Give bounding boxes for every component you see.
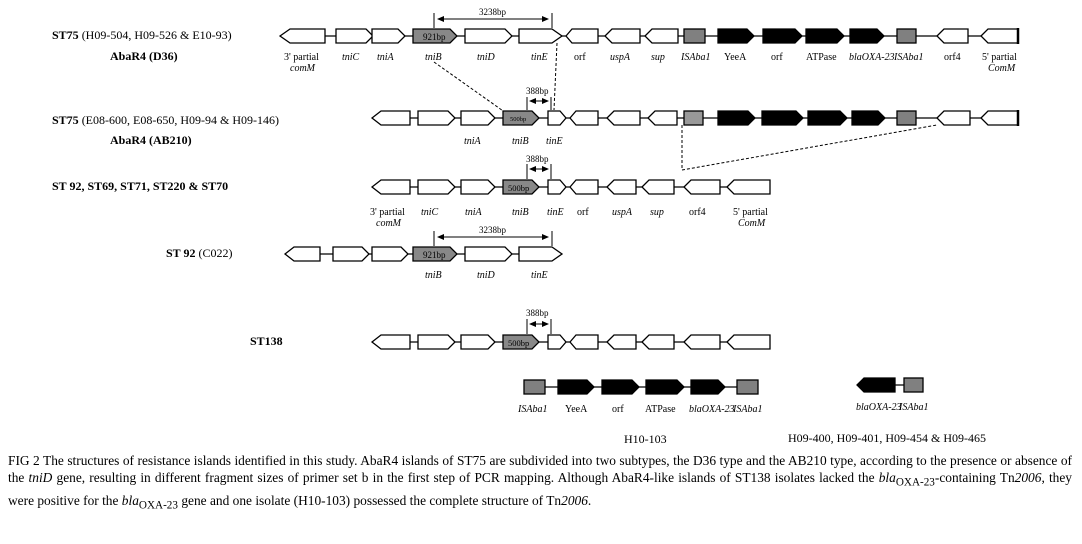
isaba1-box-2 <box>896 28 917 44</box>
row-st92-group: ST 92, ST69, ST71, ST220 & ST70 500bp 38… <box>52 154 771 229</box>
row-st138: ST138 500bp 388bp <box>250 308 771 350</box>
gene-uspa <box>604 28 641 44</box>
svg-text:tniB: tniB <box>512 207 529 218</box>
gene-orf-black <box>762 28 803 44</box>
svg-text:tinE: tinE <box>546 136 563 147</box>
label-tnic: tniC <box>342 52 360 63</box>
gene-tnib-921 <box>412 28 458 44</box>
svg-text:ST 92 (C022): ST 92 (C022) <box>166 246 232 260</box>
label-yeea: YeeA <box>724 52 747 63</box>
gene-tine <box>518 28 564 44</box>
gene-orf <box>565 28 599 44</box>
label-tine: tinE <box>531 52 548 63</box>
label-atpase: ATPase <box>806 52 837 63</box>
gene-comm-5partial <box>980 28 1019 44</box>
bracket-3238bp: 3238bp <box>479 7 507 17</box>
svg-text:uspA: uspA <box>612 207 633 218</box>
svg-text:orf4: orf4 <box>689 207 706 218</box>
svg-text:tinE: tinE <box>547 207 564 218</box>
row3-label: ST 92, ST69, ST71, ST220 & ST70 <box>52 179 228 193</box>
label-tnid: tniD <box>477 52 496 63</box>
isolates-h09: H09-400, H09-401, H09-454 & H09-465 <box>788 431 986 445</box>
svg-text:tniC: tniC <box>421 207 439 218</box>
svg-text:blaOXA-23: blaOXA-23 <box>689 404 735 415</box>
svg-text:tniA: tniA <box>464 136 482 147</box>
tn2006-complete: ISAba1 YeeA orf ATPase blaOXA-23 ISAba1 … <box>517 379 762 446</box>
svg-text:ST75 (H09-504, H09-526 & E10-9: ST75 (H09-504, H09-526 & E10-93) <box>52 28 232 42</box>
svg-text:tniB: tniB <box>512 136 529 147</box>
row4-isolate: (C022) <box>198 246 232 260</box>
gene-tnia <box>371 28 406 44</box>
label-orf: orf <box>574 52 586 63</box>
gene-sup <box>644 28 679 44</box>
svg-text:ATPase: ATPase <box>645 404 676 415</box>
svg-text:tniD: tniD <box>477 270 496 281</box>
label-tnia: tniA <box>377 52 395 63</box>
label-uspa: uspA <box>610 52 631 63</box>
svg-text:tniB: tniB <box>425 270 442 281</box>
box-500bp-r3: 500bp <box>508 183 529 193</box>
svg-text:orf: orf <box>612 404 624 415</box>
label-blaoxa23: blaOXA-23 <box>849 52 895 63</box>
label-isaba1-2: ISAba1 <box>893 52 923 63</box>
row1-island: AbaR4 (D36) <box>110 49 178 63</box>
row2-strain: ST75 <box>52 113 79 127</box>
svg-text:YeeA: YeeA <box>565 404 588 415</box>
caption-fig-label: FIG 2 <box>8 453 40 468</box>
label-3partial: 3' partial <box>284 52 319 63</box>
bracket-3238bp-r4: 3238bp <box>479 225 507 235</box>
bracket-388bp-r2: 388bp <box>526 86 549 96</box>
gene-tnid <box>464 28 513 44</box>
label-comm-2: ComM <box>988 63 1016 74</box>
svg-text:sup: sup <box>650 207 664 218</box>
label-isaba1: ISAba1 <box>680 52 710 63</box>
row1-isolates: (H09-504, H09-526 & E10-93) <box>82 28 232 42</box>
svg-text:ComM: ComM <box>738 218 766 229</box>
row2-island: AbaR4 (AB210) <box>110 133 192 147</box>
label-comm: comM <box>290 63 316 74</box>
gene-tnic <box>335 28 374 44</box>
svg-text:tniA: tniA <box>465 207 483 218</box>
row2-isolates: (E08-600, E08-650, H09-94 & H09-146) <box>82 113 279 127</box>
box-500bp-r5: 500bp <box>508 338 529 348</box>
box-921bp: 921bp <box>423 32 446 42</box>
svg-text:3' partial: 3' partial <box>370 207 405 218</box>
label-5partial: 5' partial <box>982 52 1017 63</box>
figure-caption: FIG 2 The structures of resistance islan… <box>8 453 1073 512</box>
gene-comm-partial <box>278 28 326 44</box>
svg-text:5' partial: 5' partial <box>733 207 768 218</box>
svg-text:tinE: tinE <box>531 270 548 281</box>
gene-orf4 <box>936 28 969 44</box>
row4-strain: ST 92 <box>166 246 195 260</box>
svg-text:ST75 (E08-600, E08-650, H09-94: ST75 (E08-600, E08-650, H09-94 & H09-146… <box>52 113 279 127</box>
box-921bp-r4: 921bp <box>423 250 446 260</box>
bracket-388bp-r3: 388bp <box>526 154 549 164</box>
bracket-388bp-r5: 388bp <box>526 308 549 318</box>
svg-text:orf: orf <box>577 207 589 218</box>
svg-text:blaOXA-23: blaOXA-23 <box>856 402 902 413</box>
isolate-h10-103: H10-103 <box>624 432 667 446</box>
row1-strain: ST75 <box>52 28 79 42</box>
svg-text:ISAba1: ISAba1 <box>732 404 762 415</box>
row-st75-ab210: ST75 (E08-600, E08-650, H09-94 & H09-146… <box>52 86 1020 147</box>
gene-yeea <box>717 28 755 44</box>
label-orf-2: orf <box>771 52 783 63</box>
box-500bp-r2: 500bp <box>510 116 526 123</box>
row5-label: ST138 <box>250 334 283 348</box>
label-orf4: orf4 <box>944 52 961 63</box>
row-st75-d36: ST75 (H09-504, H09-526 & E10-93) AbaR4 (… <box>52 7 1020 74</box>
svg-text:ISAba1: ISAba1 <box>517 404 547 415</box>
label-tnib: tniB <box>425 52 442 63</box>
svg-text:comM: comM <box>376 218 402 229</box>
svg-text:ISAba1: ISAba1 <box>898 402 928 413</box>
gene-atpase <box>805 28 845 44</box>
label-sup: sup <box>651 52 665 63</box>
isaba1-box <box>683 28 706 44</box>
row-st92-c022: ST 92 (C022) 921bp 3238bp tniB tniD tinE <box>166 225 564 281</box>
bla-isaba1-fragment: blaOXA-23 ISAba1 H09-400, H09-401, H09-4… <box>788 377 986 445</box>
gene-blaoxa23 <box>849 28 885 44</box>
